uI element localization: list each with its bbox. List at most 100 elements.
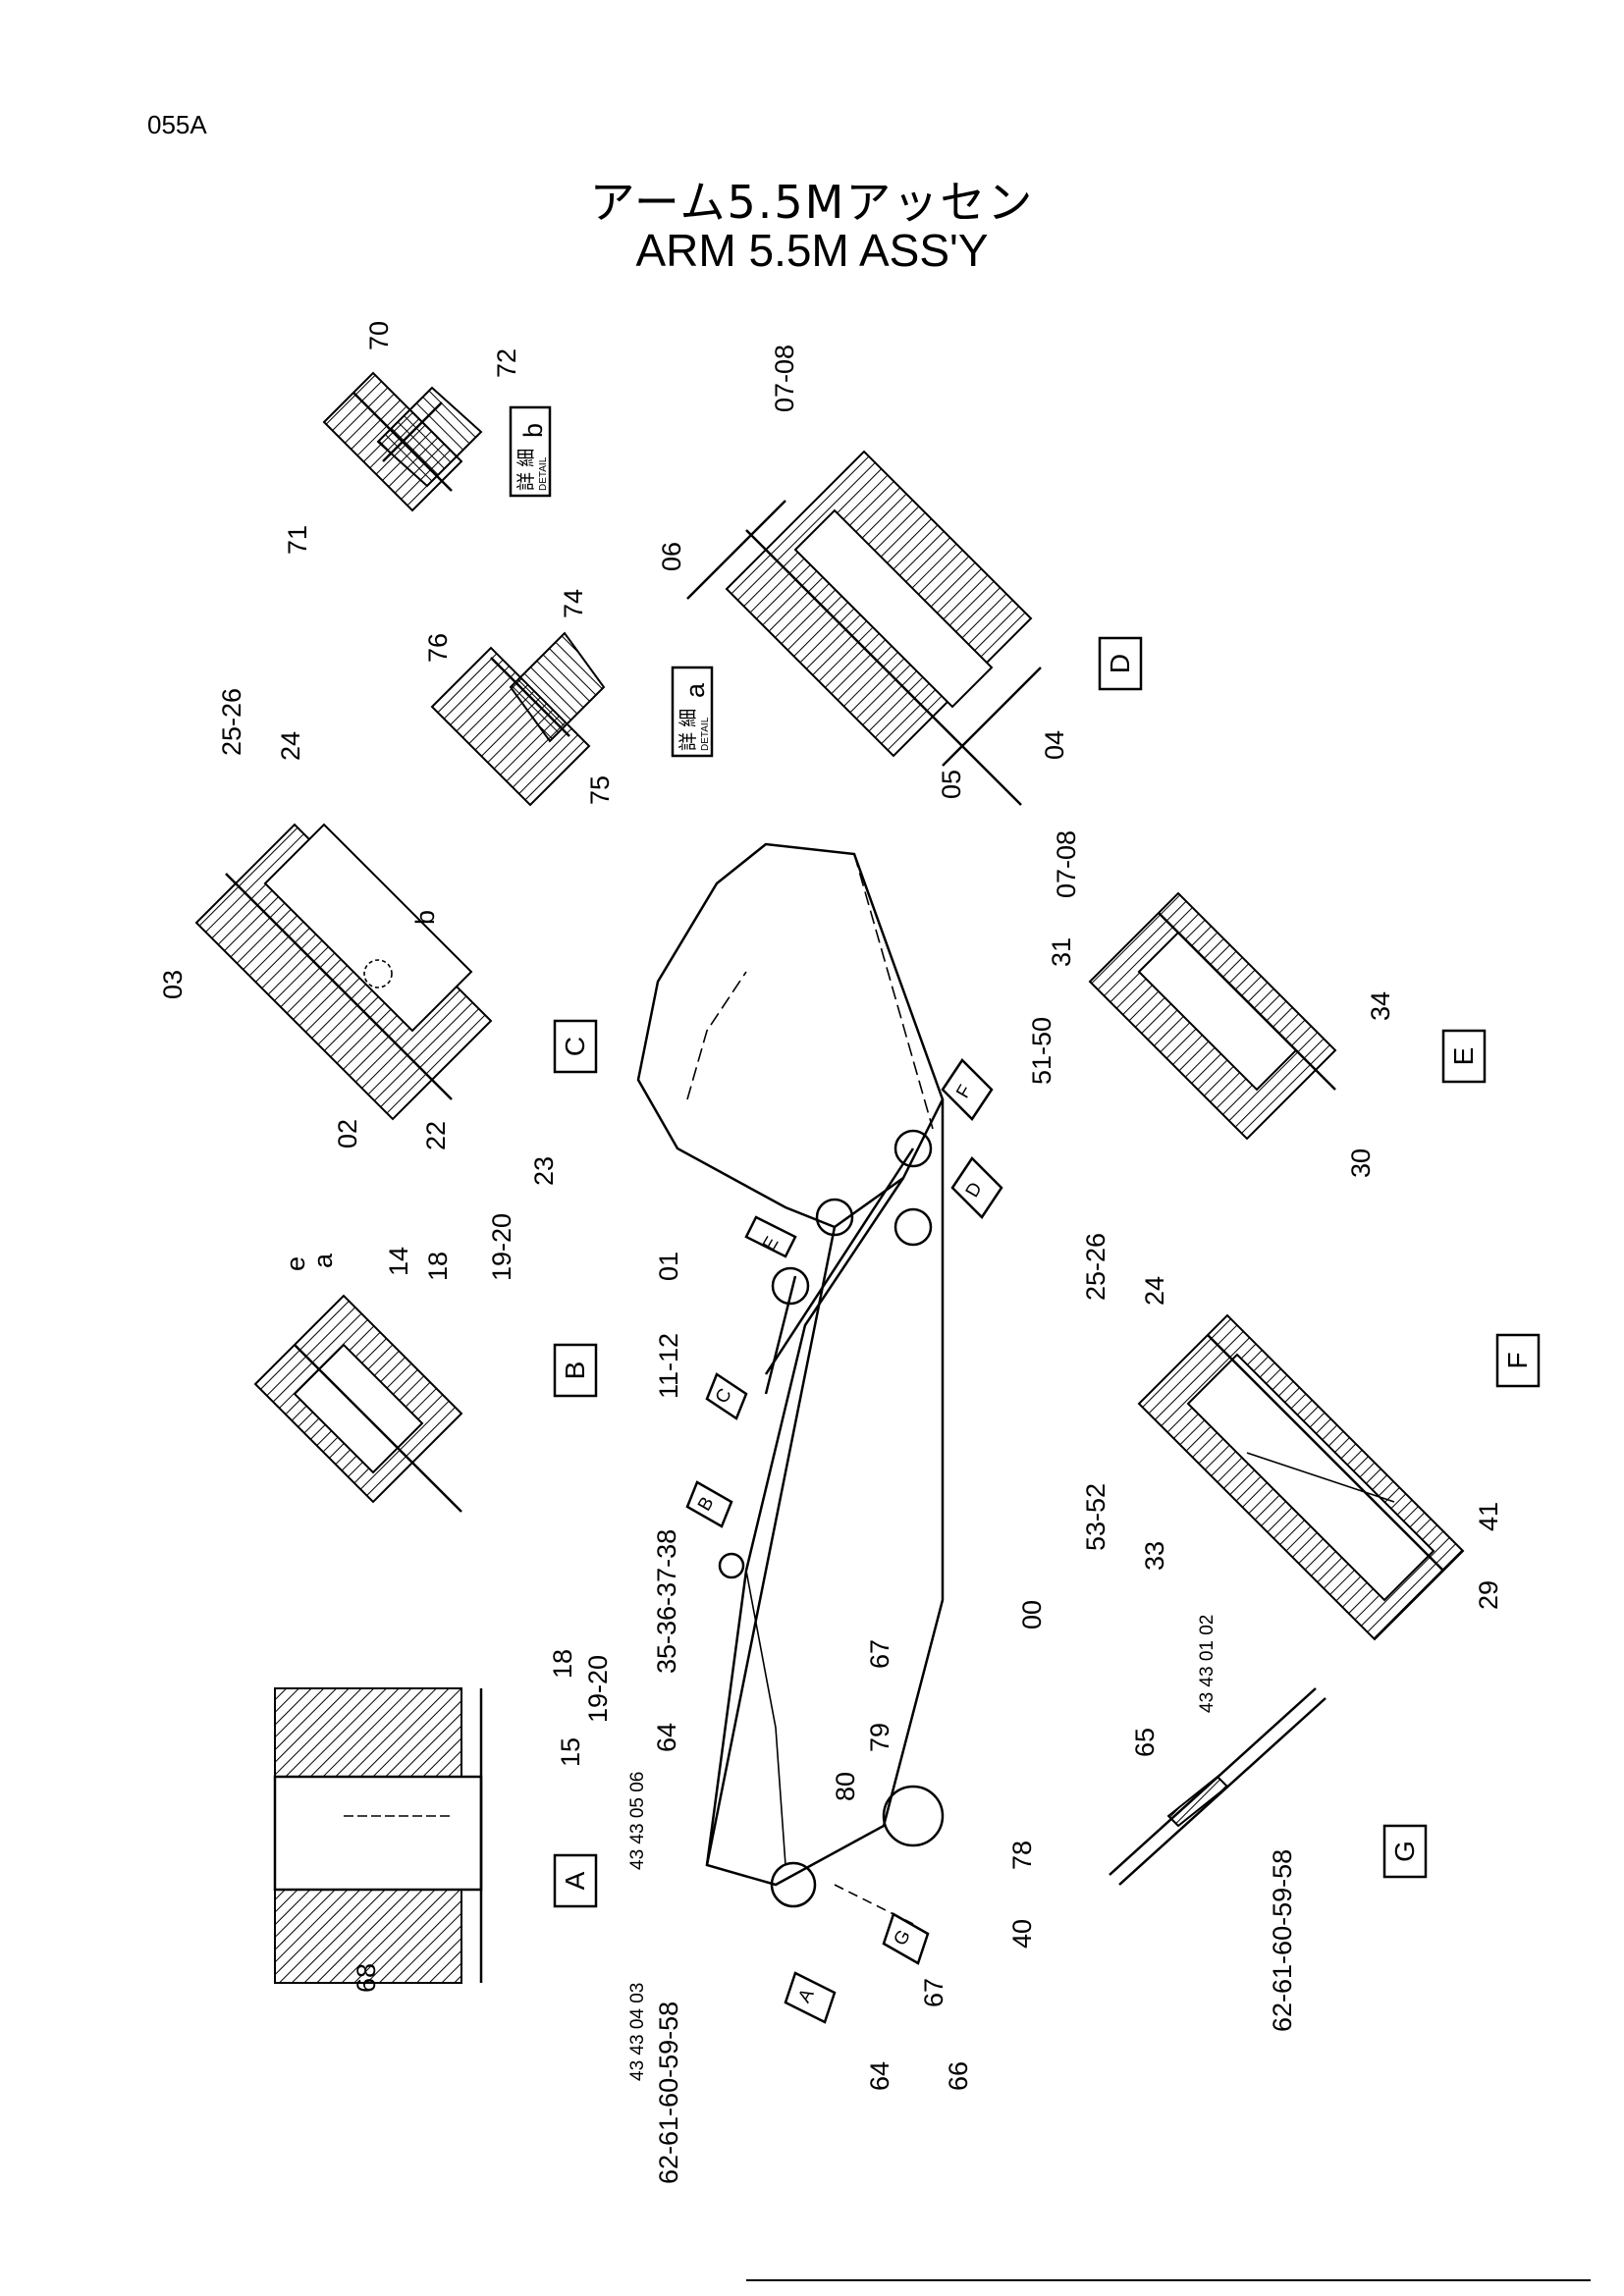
label-07-08-e: 07-08: [1052, 830, 1081, 898]
label-14: 14: [384, 1247, 413, 1276]
label-03: 03: [158, 970, 188, 999]
box-b-label: B: [560, 1362, 590, 1380]
label-19-20-b: 19-20: [487, 1213, 516, 1281]
label-78: 78: [1007, 1841, 1037, 1870]
label-74: 74: [559, 589, 588, 618]
label-00: 00: [1017, 1600, 1047, 1629]
label-41: 41: [1474, 1502, 1503, 1531]
label-68: 68: [352, 1963, 381, 1993]
view-arrow-d: D: [950, 1156, 1003, 1219]
label-11-12: 11-12: [654, 1333, 683, 1399]
label-80: 80: [831, 1772, 860, 1801]
view-arrow-f: F: [941, 1058, 994, 1121]
label-71: 71: [283, 525, 312, 555]
detail-e-section: [1088, 891, 1337, 1141]
label-18-a: 18: [548, 1649, 577, 1679]
view-arrow-a: A: [784, 1971, 837, 2024]
detail-callout-a: a: [308, 1253, 338, 1268]
detail-g-section: [1109, 1687, 1326, 1886]
label-06: 06: [657, 542, 686, 571]
svg-text:D: D: [962, 1179, 987, 1201]
label-19-20-a: 19-20: [583, 1655, 613, 1723]
svg-text:A: A: [794, 1985, 819, 2006]
box-f-label: F: [1502, 1352, 1533, 1368]
label-67-bot: 67: [919, 1978, 948, 2007]
label-64-bot: 64: [865, 2061, 894, 2091]
label-24-f: 24: [1140, 1276, 1169, 1306]
label-01: 01: [654, 1252, 683, 1281]
box-a-label: A: [560, 1871, 590, 1890]
label-72: 72: [492, 348, 521, 378]
detail-b-view-section: [253, 1294, 463, 1513]
svg-text:DETAIL: DETAIL: [538, 456, 549, 491]
label-25-26-c: 25-26: [217, 688, 246, 756]
svg-text:詳 細: 詳 細: [677, 709, 699, 751]
view-arrow-c: C: [705, 1372, 748, 1420]
label-02: 02: [333, 1119, 362, 1148]
label-07-08-d: 07-08: [770, 345, 799, 412]
detail-a-section: [430, 631, 606, 807]
view-arrow-g: G: [882, 1912, 930, 1965]
box-e-label: E: [1448, 1047, 1479, 1066]
svg-text:G: G: [890, 1927, 915, 1949]
page-code: 055A: [147, 110, 207, 139]
label-51-50: 51-50: [1027, 1017, 1056, 1085]
svg-text:DETAIL: DETAIL: [700, 717, 711, 751]
detail-c-section: [194, 823, 493, 1121]
title-english: ARM 5.5M ASS'Y: [635, 225, 989, 276]
label-23: 23: [529, 1156, 559, 1186]
box-g-label: G: [1389, 1841, 1420, 1862]
label-64-top: 64: [652, 1723, 681, 1752]
box-g: [1382, 1824, 1428, 1879]
main-arm-outline: [636, 842, 945, 1925]
view-arrow-e: E: [744, 1215, 797, 1258]
label-04: 04: [1040, 730, 1069, 760]
label-43-01-02: 43 43 01 02: [1197, 1615, 1218, 1713]
detail-d-section: [686, 450, 1042, 806]
label-24-c: 24: [276, 731, 305, 761]
label-62-58-main: 62-61-60-59-58: [654, 2002, 683, 2184]
label-62-58-g: 62-61-60-59-58: [1268, 1849, 1297, 2032]
box-f: [1495, 1333, 1541, 1388]
detail-b-section: [322, 371, 483, 512]
part-labels: 70 72 71 76 74 75 07-08 06 05 04 25-26 2…: [158, 321, 1503, 2184]
label-75: 75: [585, 775, 615, 805]
box-d-label: D: [1105, 654, 1135, 673]
svg-text:a: a: [680, 682, 710, 698]
label-43-04-03: 43 43 04 03: [627, 1983, 648, 2081]
label-43-05-06: 43 43 05 06: [627, 1772, 648, 1870]
footer-line: [746, 2279, 1591, 2281]
label-25-26-f: 25-26: [1081, 1233, 1110, 1301]
svg-text:E: E: [759, 1234, 784, 1255]
label-22: 22: [421, 1121, 451, 1150]
label-e: e: [281, 1256, 310, 1271]
label-53-52: 53-52: [1081, 1483, 1110, 1551]
detail-callout-b: b: [410, 910, 440, 925]
detail-a-tag: 詳 細 DETAIL a: [671, 666, 714, 758]
detail-b-tag: 詳 細 DETAIL b: [509, 405, 552, 498]
box-a: [553, 1853, 598, 1908]
label-70: 70: [364, 321, 394, 350]
box-c-label: C: [560, 1037, 590, 1056]
label-66: 66: [944, 2061, 973, 2091]
svg-text:F: F: [952, 1082, 976, 1102]
detail-a-view-section: [273, 1687, 483, 1984]
label-33: 33: [1140, 1541, 1169, 1571]
label-05: 05: [937, 770, 966, 799]
label-31: 31: [1047, 937, 1076, 967]
box-c: [553, 1019, 598, 1074]
svg-text:詳 細: 詳 細: [515, 449, 537, 491]
label-34: 34: [1366, 991, 1395, 1021]
view-arrow-b: B: [685, 1480, 733, 1528]
label-67-top: 67: [865, 1639, 894, 1669]
title-japanese: アーム5.5Mアッセン: [589, 176, 1035, 229]
label-79: 79: [865, 1723, 894, 1752]
label-18-b: 18: [423, 1252, 453, 1281]
svg-text:b: b: [518, 423, 548, 438]
label-76: 76: [423, 633, 453, 663]
label-65: 65: [1130, 1728, 1160, 1757]
detail-f-section: [1137, 1313, 1465, 1641]
label-35-38: 35-36-37-38: [652, 1529, 681, 1674]
box-b: [553, 1343, 598, 1398]
